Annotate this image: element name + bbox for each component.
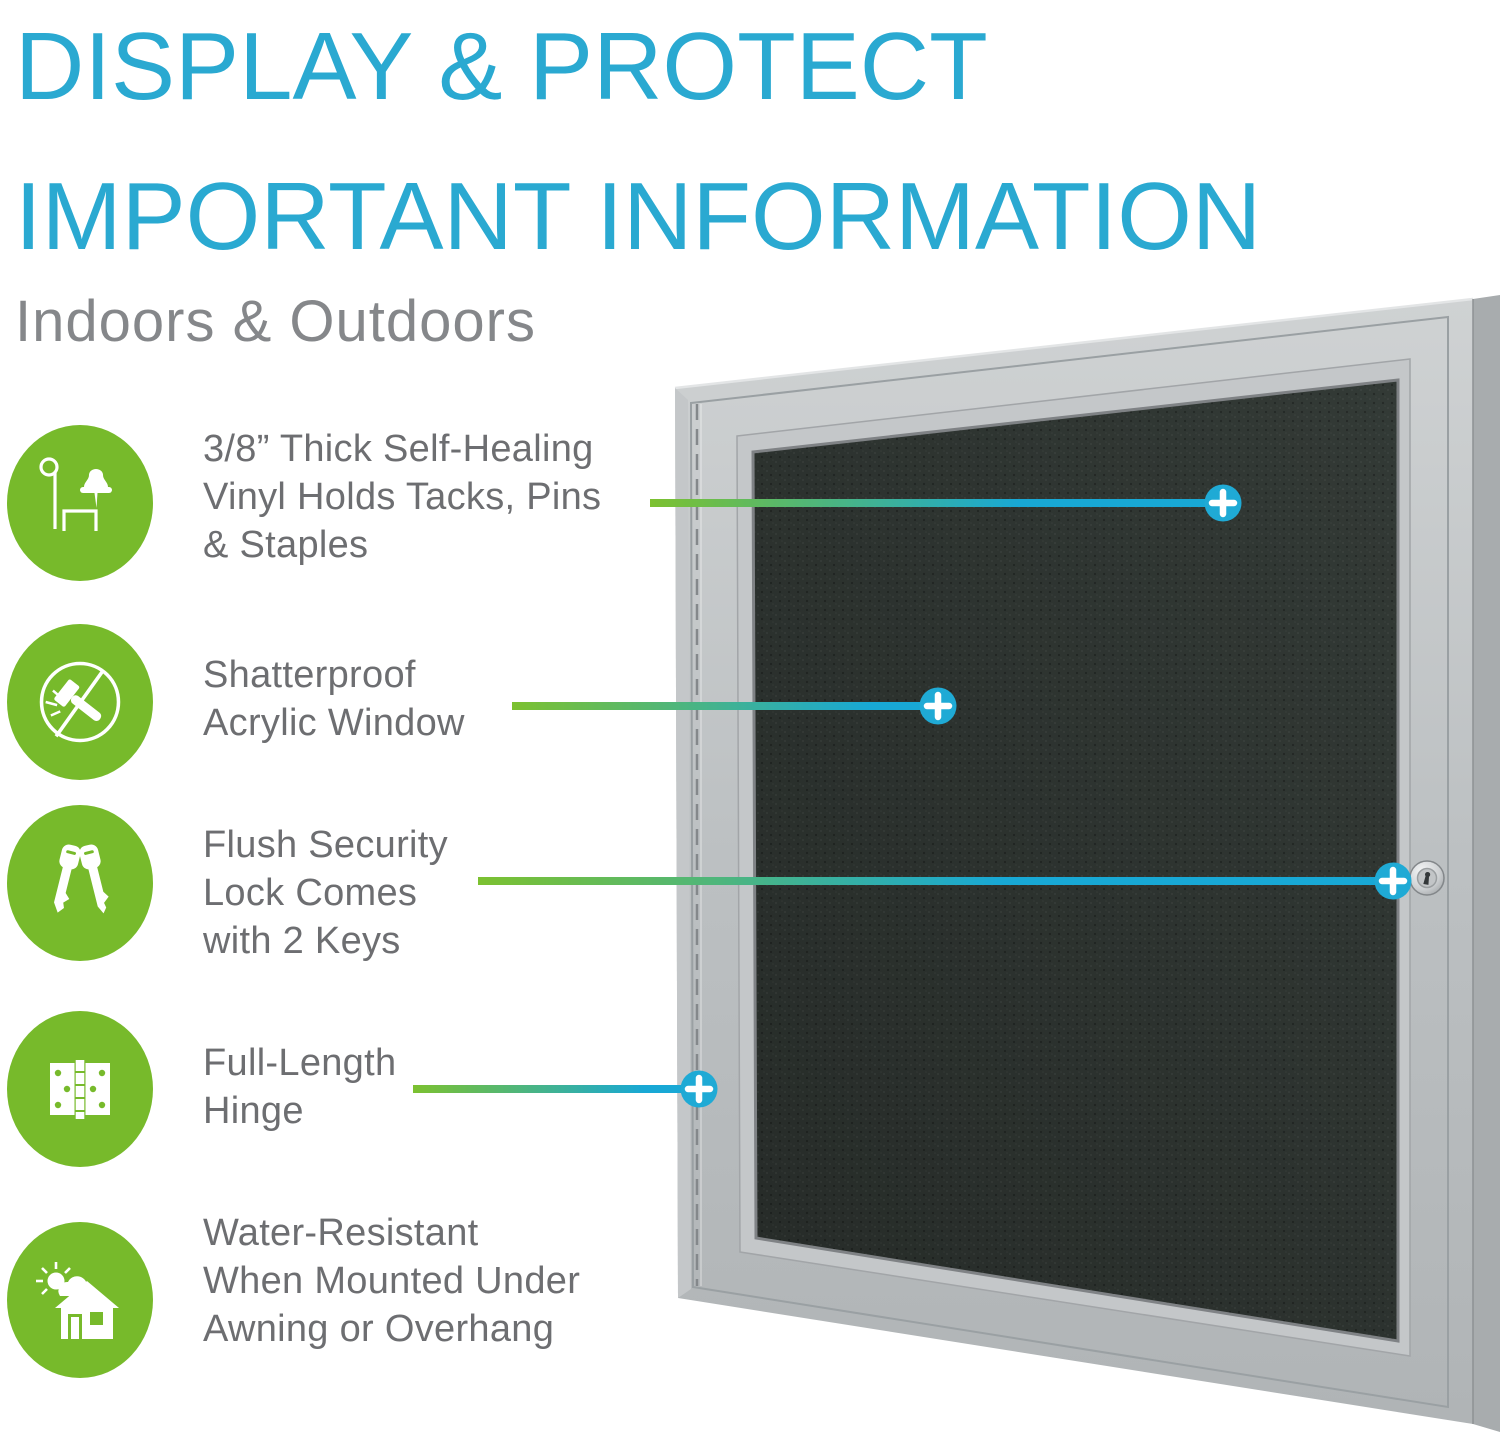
feature-text: Shatterproof Acrylic Window	[203, 654, 465, 744]
feature-text: Flush Security Lock Comes with 2 Keys	[203, 824, 448, 962]
hinge-line	[695, 404, 702, 1286]
page-title: DISPLAY & PROTECT IMPORTANT INFORMATION	[15, 0, 1261, 292]
page-subtitle: Indoors & Outdoors	[15, 289, 536, 354]
page-title-line2: IMPORTANT INFORMATION	[15, 163, 1262, 270]
shatterproof-no-hammer-icon	[7, 624, 153, 780]
house-sun-awning-icon	[7, 1222, 153, 1378]
plus-marker-icon	[680, 1070, 718, 1108]
full-length-hinge-icon	[7, 1011, 153, 1167]
two-keys-icon	[7, 805, 153, 961]
pins-tacks-staples-icon	[7, 425, 153, 581]
feature-text: Water-Resistant When Mounted Under Awnin…	[203, 1212, 581, 1350]
feature-text: 3/8” Thick Self-Healing Vinyl Holds Tack…	[203, 428, 602, 566]
page-title-line1: DISPLAY & PROTECT	[15, 13, 988, 120]
plus-marker-icon	[919, 687, 957, 725]
lock	[1409, 860, 1445, 896]
board-vinyl-surface	[751, 378, 1400, 1343]
plus-marker-icon	[1204, 484, 1242, 522]
keyhole-icon	[1423, 871, 1431, 885]
plus-marker-icon	[1374, 862, 1412, 900]
feature-text: Full-Length Hinge	[203, 1042, 397, 1132]
